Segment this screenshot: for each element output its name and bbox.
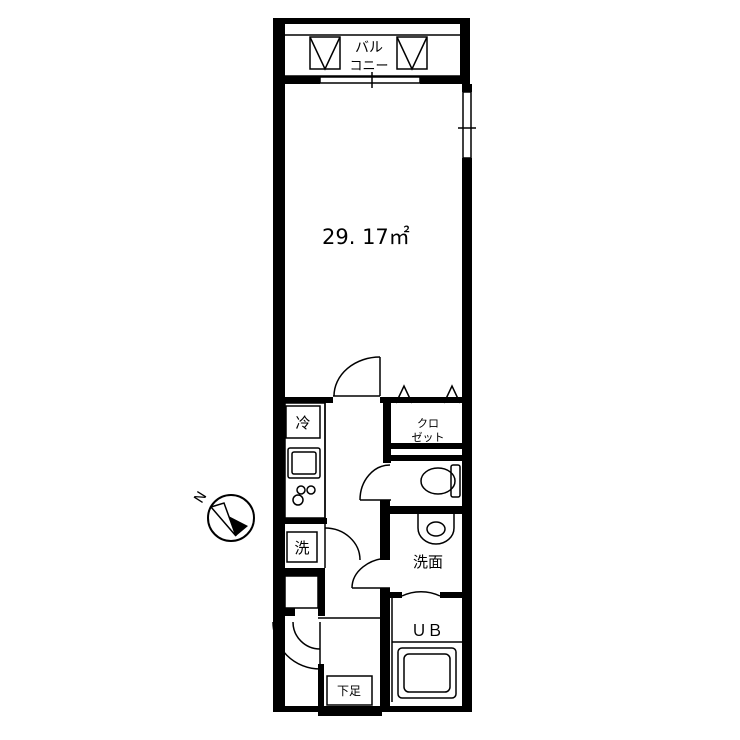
closet: クロ ゼット: [395, 384, 461, 444]
refrigerator-space: 冷: [285, 405, 321, 439]
shoe-box-label: 下足: [337, 684, 361, 698]
refrigerator-label: 冷: [295, 414, 310, 432]
side-window: [458, 91, 476, 159]
unit-bath: ＵＢ: [391, 598, 462, 702]
stove-icon: [292, 485, 316, 506]
laundry-space: 洗: [286, 524, 361, 568]
kitchen: 冷: [284, 402, 326, 519]
balcony-label: バル: [355, 40, 383, 56]
shoe-box: 下足: [326, 675, 373, 706]
entrance: 下足: [272, 575, 380, 706]
entrance-door: [272, 621, 321, 670]
interior-walls: [285, 397, 462, 708]
unit-bath-label: ＵＢ: [411, 621, 443, 640]
balcony-label-line2: コニー: [349, 59, 388, 74]
toilet-icon: [420, 464, 461, 498]
compass-north-label: N: [191, 489, 210, 506]
main-room: 29. 17㎡: [322, 225, 410, 249]
room-area-label: 29. 17㎡: [322, 225, 410, 249]
sink-icon: [287, 447, 321, 479]
toilet-room: [359, 464, 461, 501]
balcony-sliding-window: [285, 72, 460, 88]
main-room-door: [333, 356, 381, 397]
closet-label-line2: ゼット: [412, 431, 445, 444]
outdoor-unit-right-icon: [396, 36, 428, 71]
washroom: 洗面: [351, 514, 455, 597]
north-arrow-icon: [209, 502, 248, 537]
washer-label: 洗: [294, 539, 309, 557]
balcony: バル コニー: [273, 18, 470, 84]
wash-basin-icon: [417, 514, 455, 545]
bathtub-icon: [397, 647, 457, 699]
outer-walls: [273, 80, 472, 716]
outdoor-unit-left-icon: [309, 36, 341, 71]
compass: N: [191, 489, 255, 542]
washroom-label: 洗面: [413, 553, 443, 571]
closet-label: クロ: [417, 417, 439, 430]
